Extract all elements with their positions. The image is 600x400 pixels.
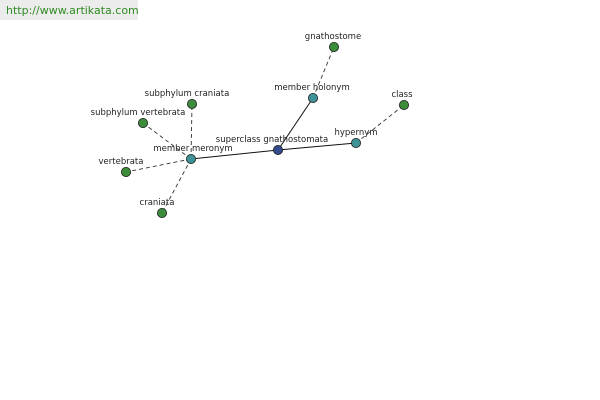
node-craniata[interactable] (156, 207, 167, 218)
edge-meronym-craniata (161, 158, 192, 214)
nodes-layer (121, 42, 409, 218)
edge-holonym-gnathostome (312, 46, 335, 99)
node-hypernym[interactable] (350, 137, 361, 148)
edge-meronym-subcraniata (190, 103, 193, 160)
node-label-class[interactable]: class (391, 90, 413, 100)
site-url[interactable]: http://www.artikata.com (6, 3, 139, 17)
node-label-craniata[interactable]: craniata (140, 198, 175, 208)
edges-layer (125, 46, 405, 214)
node-label-vertebrata[interactable]: vertebrata (99, 157, 144, 167)
node-label-subcraniata[interactable]: subphylum craniata (145, 89, 230, 99)
edge-hypernym-class (355, 104, 405, 144)
edge-center-hypernym (277, 142, 357, 151)
url-banner: http://www.artikata.com (0, 0, 139, 20)
edge-center-meronym (190, 149, 279, 160)
node-holonym[interactable] (307, 93, 318, 104)
node-subvertebrata[interactable] (137, 118, 148, 129)
edge-meronym-subvertebrata (142, 122, 192, 160)
node-label-center[interactable]: superclass gnathostomata (216, 135, 328, 145)
node-label-holonym[interactable]: member holonym (274, 83, 349, 93)
node-label-gnathostome[interactable]: gnathostome (305, 32, 361, 42)
edge-center-holonym (277, 97, 314, 151)
node-label-subvertebrata[interactable]: subphylum vertebrata (91, 108, 186, 118)
node-label-hypernym[interactable]: hypernym (334, 128, 377, 138)
node-center[interactable] (272, 144, 283, 155)
node-subcraniata[interactable] (186, 99, 197, 110)
node-class[interactable] (398, 100, 409, 111)
labels-layer: superclass gnathostomata member holonym hy… (91, 32, 413, 208)
node-vertebrata[interactable] (121, 166, 132, 177)
node-label-meronym[interactable]: member meronym (153, 144, 232, 154)
node-gnathostome[interactable] (328, 42, 339, 53)
node-meronym[interactable] (185, 153, 196, 164)
